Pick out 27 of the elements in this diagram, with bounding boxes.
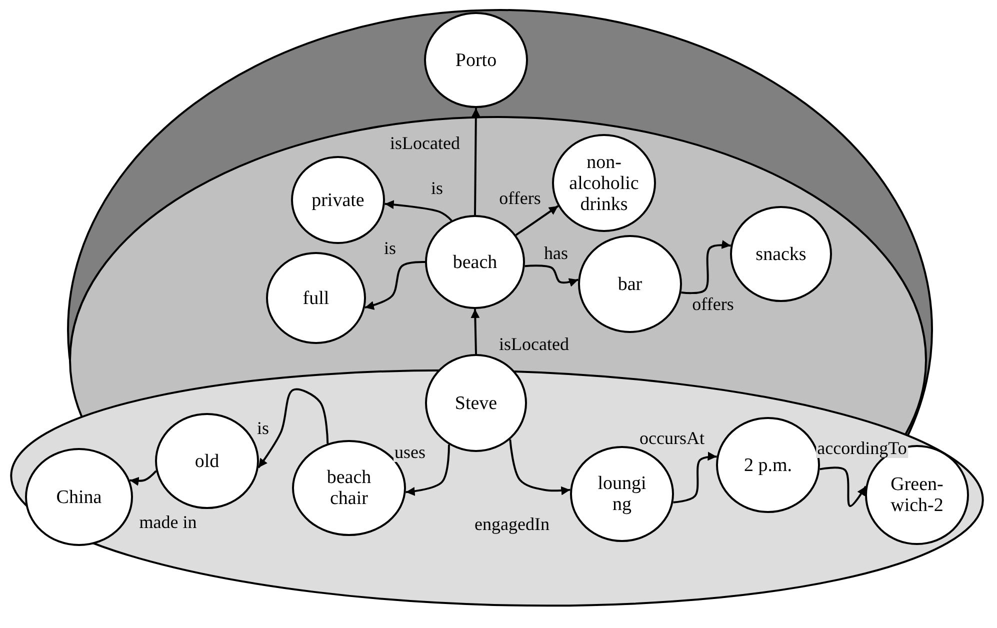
concept-label: snacks — [756, 244, 806, 264]
arrow — [515, 205, 559, 236]
arrow — [509, 439, 570, 496]
concept-label: Steve — [454, 392, 498, 414]
concept-label: private — [312, 190, 364, 210]
concept-label: old — [194, 450, 220, 472]
concept-label: full — [302, 288, 330, 308]
arrow — [130, 470, 157, 486]
arrow — [470, 308, 480, 354]
concept-label: beach — [452, 252, 498, 272]
concept-label: loungi ng — [596, 473, 648, 515]
arrow — [406, 444, 450, 496]
arrow — [384, 200, 452, 222]
arrow — [681, 240, 731, 294]
concept-label: non- alcoholic drinks — [568, 152, 640, 214]
concept-label: 2 p.m. — [744, 454, 792, 476]
concept-label: beach chair — [326, 467, 372, 509]
concept-label: Porto — [455, 50, 497, 70]
arrow — [524, 264, 578, 287]
arrow — [258, 388, 329, 468]
arrow — [471, 108, 480, 216]
concept-label: China — [56, 486, 102, 508]
arrow — [673, 452, 717, 504]
arrow — [364, 260, 426, 310]
concept-label: Green- wich-2 — [890, 474, 944, 516]
arrow — [820, 466, 867, 507]
concept-label: bar — [618, 274, 642, 294]
